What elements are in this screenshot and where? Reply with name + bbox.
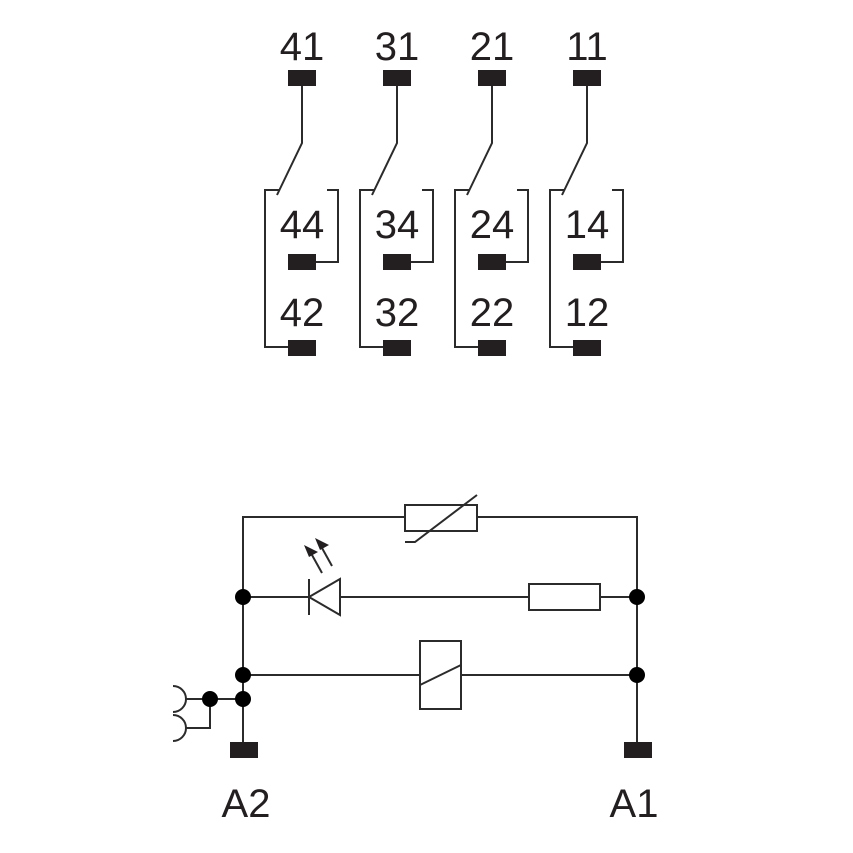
terminal-label-a2: A2: [222, 782, 271, 826]
junction-dot: [202, 691, 218, 707]
terminal-a2: [230, 742, 258, 758]
switch-blade: [276, 86, 303, 196]
nc-wire: [264, 189, 288, 348]
coil-slash: [419, 664, 462, 686]
relay-coil-icon: [419, 640, 462, 710]
terminal-nc: [383, 340, 411, 356]
contact-label-nc: 12: [565, 291, 610, 335]
switch-blade: [466, 86, 493, 196]
no-wire: [506, 189, 529, 263]
switch-blade: [371, 86, 398, 196]
junction-dot: [629, 589, 645, 605]
terminal-label-a1: A1: [610, 782, 659, 826]
nc-wire: [549, 189, 573, 348]
no-wire: [316, 189, 339, 263]
light-emission-arrows-icon: [304, 538, 333, 574]
terminal-no: [478, 254, 506, 270]
switch-blade: [561, 86, 588, 196]
contact-group: 41 44 42: [264, 25, 339, 356]
varistor-wire-left: [242, 516, 405, 597]
contact-label-common: 11: [566, 25, 608, 69]
contact-label-common: 21: [470, 25, 515, 69]
contact-group: 11 14 12: [549, 25, 624, 356]
coil-circuit: A2 A1: [172, 494, 659, 826]
terminal-common: [288, 70, 316, 86]
junction-dot: [235, 691, 251, 707]
terminal-common: [573, 70, 601, 86]
varistor-slash: [405, 494, 478, 543]
contact-label-no: 24: [470, 203, 515, 247]
contact-label-nc: 32: [375, 291, 420, 335]
no-wire: [411, 189, 434, 263]
resistor-icon: [528, 583, 601, 611]
contact-label-no: 34: [375, 203, 420, 247]
nc-wire: [359, 189, 383, 348]
no-wire: [601, 189, 624, 263]
contact-label-nc: 42: [280, 291, 325, 335]
terminal-nc: [478, 340, 506, 356]
contact-label-common: 41: [280, 25, 325, 69]
contact-group: 31 34 32: [359, 25, 434, 356]
terminal-no: [383, 254, 411, 270]
led-diode-icon: [307, 577, 341, 617]
contact-group: 21 24 22: [454, 25, 529, 356]
terminal-nc: [573, 340, 601, 356]
terminal-nc: [288, 340, 316, 356]
contact-label-nc: 22: [470, 291, 515, 335]
nc-wire: [454, 189, 478, 348]
contact-label-no: 44: [280, 203, 325, 247]
junction-dot: [235, 667, 251, 683]
terminal-common: [478, 70, 506, 86]
terminal-common: [383, 70, 411, 86]
contact-groups: 41 44 42 31 34 32 21 24 22 11 14 12: [264, 25, 624, 356]
contact-label-no: 14: [565, 203, 610, 247]
contact-label-common: 31: [375, 25, 420, 69]
junction-dot: [629, 667, 645, 683]
varistor-wire-right: [477, 516, 638, 597]
terminal-no: [573, 254, 601, 270]
terminal-no: [288, 254, 316, 270]
terminal-a1: [624, 742, 652, 758]
varistor-icon: [404, 504, 478, 532]
junction-dot: [235, 589, 251, 605]
